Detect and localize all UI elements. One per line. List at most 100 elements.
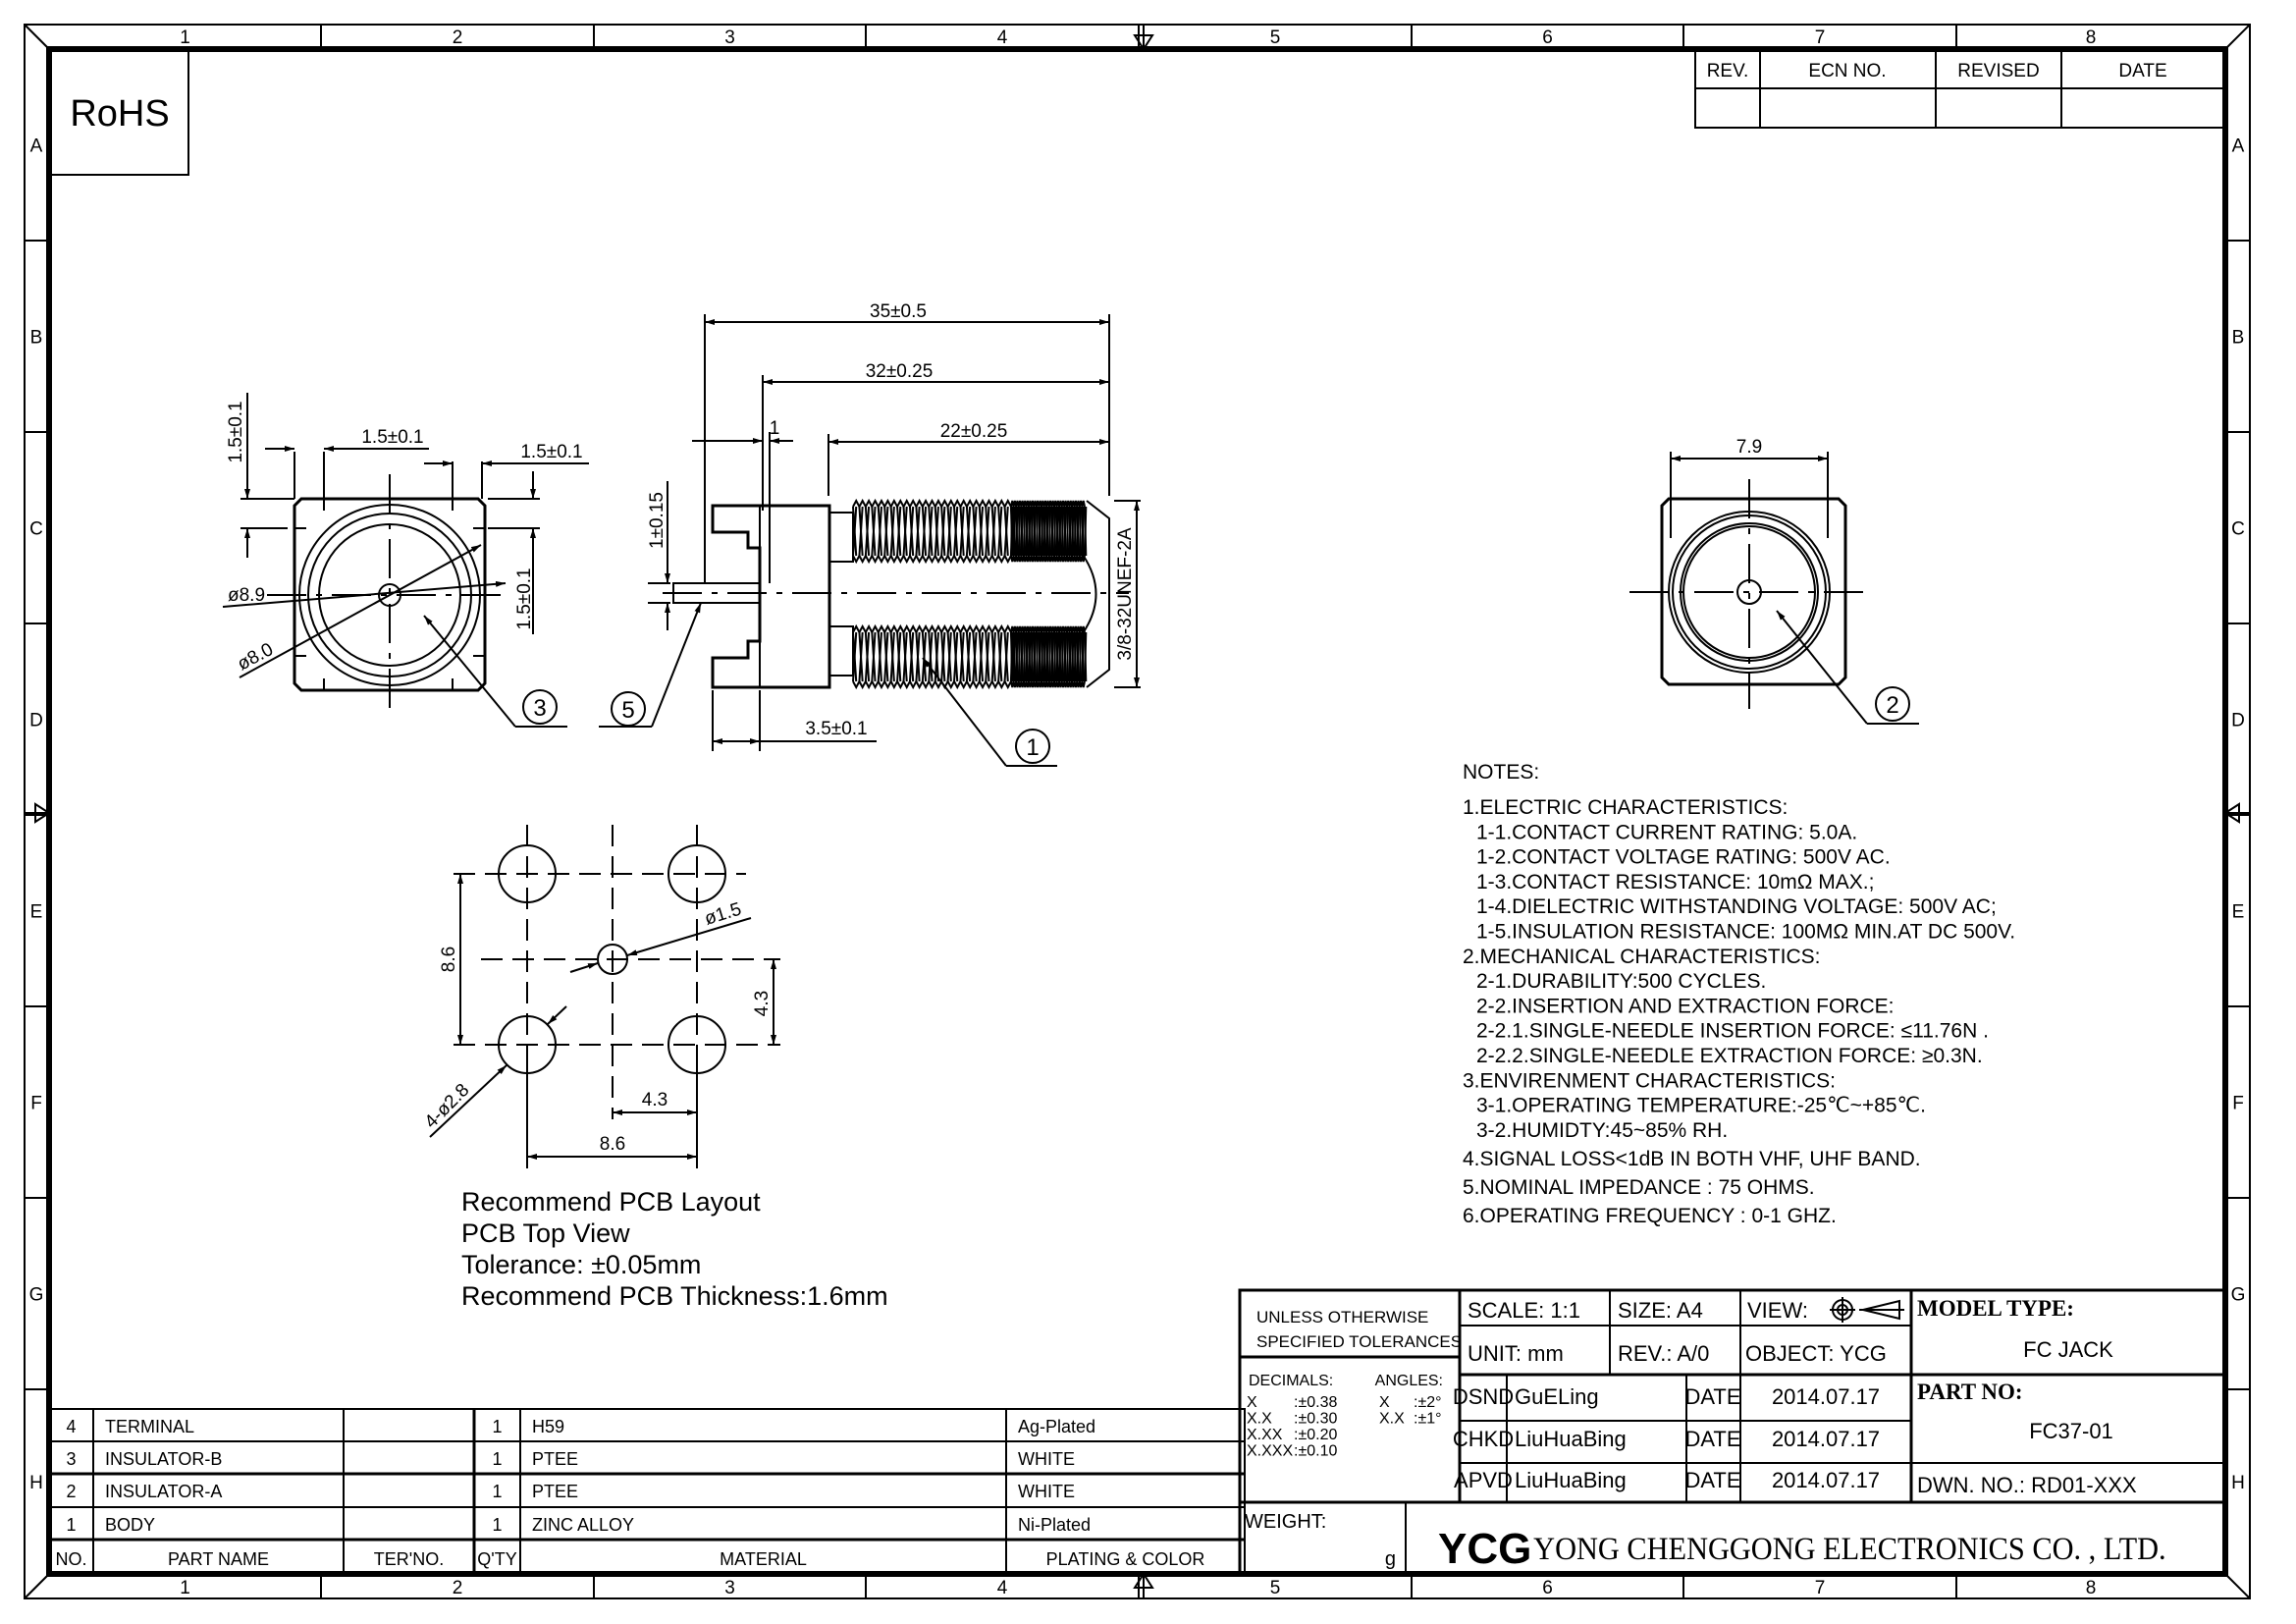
decimal-tolerance: :±0.20 bbox=[1294, 1427, 1337, 1443]
thread-crest-line bbox=[1010, 625, 1086, 633]
column-marker-top: 8 bbox=[2086, 27, 2097, 48]
callout-5: 5 bbox=[621, 697, 634, 724]
part-no-value: FC37-01 bbox=[2029, 1419, 2113, 1443]
bom-cell: Ag-Plated bbox=[1018, 1417, 1095, 1436]
pcb-dim-corner-holes: 4-ø2.8 bbox=[421, 1080, 474, 1133]
column-marker-top: 6 bbox=[1542, 27, 1553, 48]
thread-crest-line bbox=[852, 623, 1012, 635]
thread-root-line bbox=[1010, 555, 1086, 563]
thread-root-line bbox=[1010, 680, 1086, 688]
bom-header: PLATING & COLOR bbox=[1046, 1549, 1205, 1569]
bom-cell: 2 bbox=[66, 1482, 76, 1501]
row-marker-right: G bbox=[2231, 1285, 2246, 1306]
dim-pin-diameter: 1±0.15 bbox=[647, 492, 667, 549]
front-dim-right: 1.5±0.1 bbox=[514, 568, 535, 629]
dim-thread-length: 22±0.25 bbox=[940, 421, 1008, 442]
signoff-role: CHKD bbox=[1453, 1427, 1514, 1451]
unit-value: UNIT: mm bbox=[1468, 1341, 1564, 1366]
thread-root-line bbox=[852, 678, 1012, 690]
rear-dim-width: 7.9 bbox=[1736, 437, 1762, 458]
bom-cell: WHITE bbox=[1018, 1449, 1075, 1469]
date-header: DATE bbox=[2118, 61, 2166, 81]
column-marker-top: 4 bbox=[997, 27, 1008, 48]
signoff-date-label: DATE bbox=[1684, 1384, 1740, 1409]
front-view: 1.5±0.1 1.5±0.1 1.5±0.1 1.5±0.1 ø8.9 ø8.… bbox=[222, 393, 589, 728]
column-marker-bottom: 6 bbox=[1542, 1578, 1553, 1598]
bom-cell: 1 bbox=[492, 1515, 502, 1535]
front-dim-top-left: 1.5±0.1 bbox=[361, 427, 423, 448]
row-marker-left: F bbox=[30, 1094, 42, 1114]
decimal-tolerance: :±0.30 bbox=[1294, 1411, 1337, 1428]
row-marker-right: B bbox=[2232, 328, 2245, 349]
title-block: UNLESS OTHERWISE SPECIFIED TOLERANCES DE… bbox=[1238, 1288, 2227, 1576]
row-marker-right: C bbox=[2231, 519, 2245, 540]
bom-cell: TERMINAL bbox=[105, 1417, 194, 1436]
decimal-tolerance: :±0.38 bbox=[1294, 1394, 1337, 1411]
callout-3: 3 bbox=[533, 695, 546, 722]
pcb-dim-vertical-half: 4.3 bbox=[752, 991, 773, 1016]
signoff-name: LiuHuaBing bbox=[1515, 1468, 1627, 1492]
bom-cell: 1 bbox=[66, 1515, 76, 1535]
bom-cell: PTEE bbox=[532, 1482, 578, 1501]
revision-table: REV. ECN NO. REVISED DATE bbox=[1694, 48, 2226, 129]
pcb-dim-center-hole: ø1.5 bbox=[702, 899, 744, 930]
object-value: OBJECT: YCG bbox=[1745, 1341, 1887, 1366]
column-marker-bottom: 1 bbox=[180, 1578, 190, 1598]
row-marker-left: G bbox=[29, 1285, 44, 1306]
signoff-date: 2014.07.17 bbox=[1772, 1427, 1880, 1451]
model-type-label: MODEL TYPE: bbox=[1917, 1296, 2074, 1321]
front-dim-top-right: 1.5±0.1 bbox=[520, 442, 582, 462]
pcb-note-3: Tolerance: ±0.05mm bbox=[461, 1250, 701, 1279]
bom-cell: 1 bbox=[492, 1417, 502, 1436]
column-marker-top: 2 bbox=[453, 27, 463, 48]
row-marker-right: D bbox=[2231, 711, 2245, 731]
note-line: 1-2.CONTACT VOLTAGE RATING: 500V AC. bbox=[1476, 846, 1891, 869]
bom-cell: INSULATOR-B bbox=[105, 1449, 222, 1469]
note-line: 3.ENVIRENMENT CHARACTERISTICS: bbox=[1463, 1069, 1836, 1092]
thread-pattern bbox=[852, 498, 1088, 690]
note-line: 2-2.1.SINGLE-NEEDLE INSERTION FORCE: ≤11… bbox=[1476, 1020, 1989, 1043]
signoff-date: 2014.07.17 bbox=[1772, 1384, 1880, 1409]
pcb-note-4: Recommend PCB Thickness:1.6mm bbox=[461, 1281, 888, 1311]
decimal-format: X.XXX bbox=[1247, 1443, 1293, 1460]
weight-unit: g bbox=[1385, 1548, 1396, 1570]
note-line: 2-1.DURABILITY:500 CYCLES. bbox=[1476, 970, 1766, 993]
bom-header: PART NAME bbox=[168, 1549, 269, 1569]
signoff-role: APVD bbox=[1454, 1468, 1513, 1492]
bom-cell: ZINC ALLOY bbox=[532, 1515, 634, 1535]
note-line: 5.NOMINAL IMPEDANCE : 75 OHMS. bbox=[1463, 1176, 1815, 1199]
column-marker-top: 3 bbox=[724, 27, 735, 48]
weight-label: WEIGHT: bbox=[1245, 1511, 1326, 1533]
column-marker-bottom: 8 bbox=[2086, 1578, 2097, 1598]
note-line: 2-2.2.SINGLE-NEEDLE EXTRACTION FORCE: ≥0… bbox=[1476, 1045, 1983, 1067]
view-label: VIEW: bbox=[1747, 1298, 1808, 1323]
side-view: 35±0.5 32±0.25 1 22±0.25 1±0.15 3.5±0.1 … bbox=[599, 301, 1141, 767]
bom-cell: 1 bbox=[492, 1482, 502, 1501]
bom-cell: 3 bbox=[66, 1449, 76, 1469]
dim-base-length: 3.5±0.1 bbox=[805, 719, 867, 739]
column-marker-top: 5 bbox=[1270, 27, 1281, 48]
signoff-name: LiuHuaBing bbox=[1515, 1427, 1627, 1451]
decimal-format: X bbox=[1247, 1394, 1257, 1411]
note-line: 1-4.DIELECTRIC WITHSTANDING VOLTAGE: 500… bbox=[1476, 895, 1997, 918]
angle-tolerance: :±1° bbox=[1414, 1411, 1442, 1428]
angles-label: ANGLES: bbox=[1375, 1373, 1443, 1389]
dim-body-length: 32±0.25 bbox=[866, 361, 934, 382]
bom-header: MATERIAL bbox=[720, 1549, 807, 1569]
rohs-label: RoHS bbox=[70, 93, 169, 135]
tolerance-header-2: SPECIFIED TOLERANCES bbox=[1256, 1332, 1462, 1351]
pcb-dim-horizontal-pitch: 8.6 bbox=[600, 1134, 625, 1155]
thread-crest-line bbox=[852, 498, 1012, 510]
bom-cell: H59 bbox=[532, 1417, 564, 1436]
dim-overall-length: 35±0.5 bbox=[870, 301, 927, 322]
row-marker-left: D bbox=[29, 711, 43, 731]
bom-cell: INSULATOR-A bbox=[105, 1482, 222, 1501]
svg-text:YCG: YCG bbox=[1438, 1525, 1531, 1573]
note-line: 3-1.OPERATING TEMPERATURE:-25℃~+85℃. bbox=[1476, 1095, 1926, 1117]
row-marker-right: H bbox=[2231, 1473, 2245, 1493]
